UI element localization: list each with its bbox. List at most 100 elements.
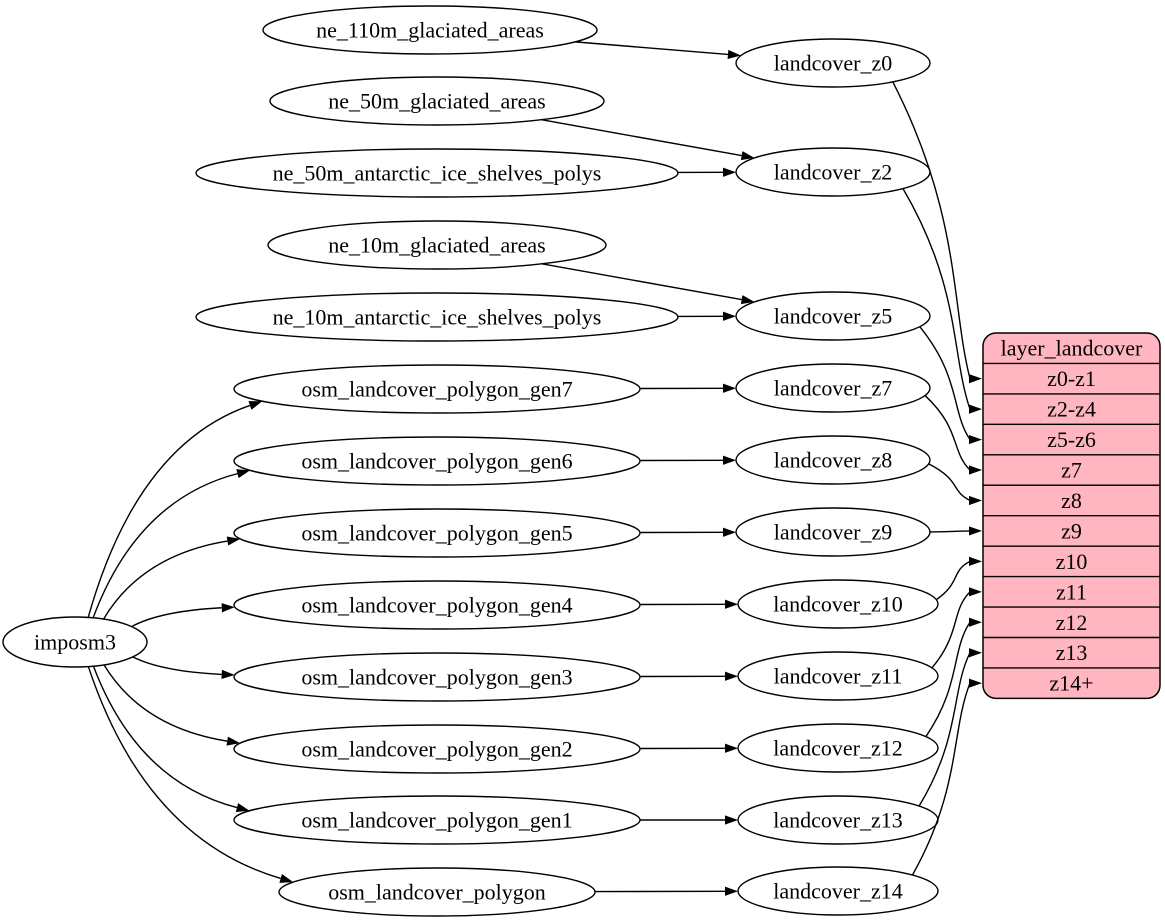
- edge-osm_landcover_polygon_gen7-to-landcover_z7: [639, 383, 737, 393]
- node-ellipse: [735, 507, 931, 557]
- edge-ne_110m_glaciated_areas-to-landcover_z0: [575, 41, 741, 59]
- arrowhead-icon: [248, 401, 263, 410]
- node-osm_landcover_polygon_gen7: osm_landcover_polygon_gen7: [233, 364, 641, 414]
- node-landcover_z14: landcover_z14: [737, 866, 939, 916]
- arrowhead-icon: [226, 536, 241, 546]
- arrowhead-icon: [724, 599, 739, 609]
- node-label: osm_landcover_polygon_gen4: [301, 593, 572, 618]
- edge-imposm3-to-osm_landcover_polygon_gen7: [87, 401, 263, 618]
- arrowhead-icon: [722, 527, 737, 537]
- edge-path: [92, 665, 238, 809]
- node-ellipse: [269, 76, 605, 126]
- node-landcover_z12: landcover_z12: [737, 723, 939, 773]
- edge-landcover_z10-to-layer_landcover-z10: [935, 556, 982, 601]
- arrowhead-icon: [722, 311, 737, 321]
- arrowhead-icon: [969, 587, 982, 597]
- node-label: ne_10m_glaciated_areas: [328, 233, 545, 258]
- arrowhead-icon: [236, 469, 251, 479]
- arrowhead-icon: [722, 383, 737, 393]
- node-label: landcover_z13: [773, 808, 903, 833]
- node-osm_landcover_polygon: osm_landcover_polygon: [278, 867, 596, 917]
- node-label: ne_50m_glaciated_areas: [328, 89, 545, 114]
- node-ellipse: [267, 220, 607, 270]
- arrowhead-icon: [969, 526, 982, 536]
- edge-path: [541, 263, 742, 301]
- arrowhead-icon: [226, 736, 241, 746]
- node-label: osm_landcover_polygon_gen3: [301, 665, 572, 690]
- arrowhead-icon: [740, 295, 755, 305]
- node-label: ne_50m_antarctic_ice_shelves_polys: [273, 161, 602, 186]
- node-label: landcover_z0: [774, 51, 893, 76]
- edge-path: [918, 652, 971, 807]
- edge-imposm3-to-osm_landcover_polygon_gen2: [103, 664, 241, 746]
- edge-osm_landcover_polygon_gen2-to-landcover_z12: [639, 743, 739, 753]
- arrowhead-icon: [969, 404, 982, 414]
- edge-osm_landcover_polygon_gen6-to-landcover_z8: [639, 455, 737, 465]
- node-ellipse: [737, 723, 939, 773]
- arrowhead-icon: [969, 648, 982, 658]
- node-landcover_z13: landcover_z13: [737, 795, 939, 845]
- node-ne_10m_glaciated_areas: ne_10m_glaciated_areas: [267, 220, 607, 270]
- node-label: landcover_z8: [774, 448, 893, 473]
- arrowhead-icon: [724, 743, 739, 753]
- edge-path: [929, 530, 971, 533]
- table-row-z5-z6: z5-z6: [1047, 427, 1096, 452]
- node-osm_landcover_polygon_gen3: osm_landcover_polygon_gen3: [233, 652, 641, 702]
- arrowhead-icon: [969, 495, 982, 506]
- table-row-z7: z7: [1061, 458, 1082, 483]
- arrowhead-icon: [724, 886, 739, 896]
- edge-osm_landcover_polygon_gen3-to-landcover_z11: [639, 671, 739, 681]
- node-ne_110m_glaciated_areas: ne_110m_glaciated_areas: [262, 5, 598, 55]
- arrowhead-icon: [724, 671, 739, 681]
- edge-path: [902, 188, 971, 410]
- edge-path: [131, 607, 222, 628]
- node-osm_landcover_polygon_gen6: osm_landcover_polygon_gen6: [233, 436, 641, 486]
- edge-ne_50m_antarctic_ice_shelves_polys-to-landcover_z2: [677, 167, 737, 177]
- node-label: landcover_z10: [773, 592, 903, 617]
- node-label: landcover_z7: [774, 376, 893, 401]
- edge-path: [92, 472, 238, 619]
- node-label: landcover_z2: [774, 160, 893, 185]
- node-osm_landcover_polygon_gen2: osm_landcover_polygon_gen2: [233, 724, 641, 774]
- arrowhead-icon: [722, 455, 737, 465]
- edge-path: [925, 621, 971, 737]
- table-row-z13: z13: [1056, 640, 1088, 665]
- edge-ne_10m_glaciated_areas-to-landcover_z5: [541, 263, 755, 305]
- edge-path: [87, 666, 281, 880]
- node-label: ne_110m_glaciated_areas: [316, 18, 544, 43]
- node-ellipse: [737, 579, 939, 629]
- edge-landcover_z9-to-layer_landcover-z9: [929, 526, 982, 536]
- arrowhead-icon: [727, 49, 741, 59]
- arrowhead-icon: [279, 874, 294, 883]
- table-row-z0-z1: z0-z1: [1047, 366, 1096, 391]
- edge-imposm3-to-osm_landcover_polygon_gen1: [92, 665, 250, 812]
- edge-osm_landcover_polygon-to-landcover_z14: [594, 886, 739, 896]
- edge-landcover_z14-to-layer_landcover-z14+: [911, 678, 982, 876]
- node-label: landcover_z14: [773, 879, 903, 904]
- node-label: osm_landcover_polygon: [328, 880, 546, 905]
- table-row-z12: z12: [1056, 610, 1088, 635]
- edge-ne_50m_glaciated_areas-to-landcover_z2: [541, 119, 755, 161]
- node-landcover_z9: landcover_z9: [735, 507, 931, 557]
- edge-landcover_z7-to-layer_landcover-z7: [924, 395, 982, 475]
- arrowhead-icon: [969, 556, 982, 566]
- table-row-z14+: z14+: [1049, 671, 1093, 696]
- node-label: landcover_z5: [774, 304, 893, 329]
- node-imposm3: imposm3: [2, 616, 148, 668]
- node-landcover_z5: landcover_z5: [735, 291, 931, 341]
- edge-path: [892, 81, 971, 379]
- table-row-z8: z8: [1061, 488, 1082, 513]
- node-ne_10m_antarctic_ice_shelves_polys: ne_10m_antarctic_ice_shelves_polys: [195, 292, 679, 342]
- edge-landcover_z11-to-layer_landcover-z11: [931, 587, 982, 669]
- edge-path: [919, 326, 971, 440]
- node-label: osm_landcover_polygon_gen2: [301, 737, 572, 762]
- edge-landcover_z2-to-layer_landcover-z2-z4: [902, 188, 982, 414]
- node-label: landcover_z9: [774, 520, 893, 545]
- node-ellipse: [737, 866, 939, 916]
- edge-imposm3-to-osm_landcover_polygon: [87, 666, 294, 883]
- arrowhead-icon: [722, 167, 737, 177]
- node-label: landcover_z12: [773, 736, 903, 761]
- node-label: osm_landcover_polygon_gen1: [301, 808, 572, 833]
- edge-path: [935, 560, 971, 601]
